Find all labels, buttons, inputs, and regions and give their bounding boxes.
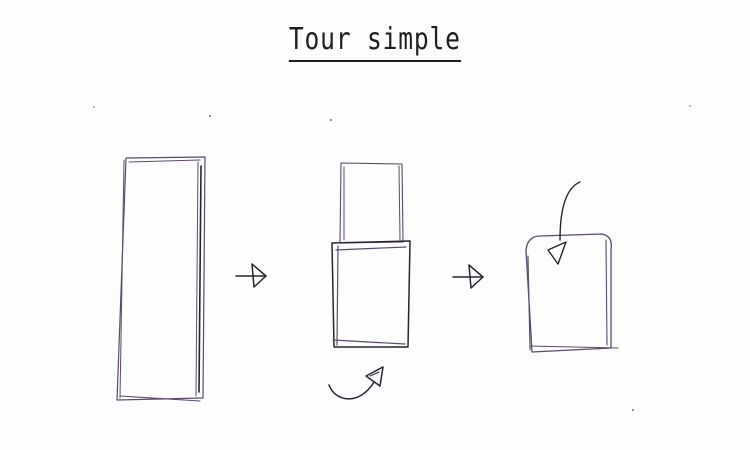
diagram-title: Tour simple [0, 22, 750, 62]
right-arrow-icon [235, 263, 267, 288]
curved-arrow-icon [328, 366, 384, 400]
step-2-folded-strip [331, 162, 411, 348]
step-3-rolled-result [525, 181, 619, 353]
step-1-tall-rectangle [116, 156, 206, 402]
paper-specks [93, 105, 691, 411]
right-arrow-icon [452, 264, 484, 289]
diagram-title-text: Tour simple [289, 22, 461, 62]
